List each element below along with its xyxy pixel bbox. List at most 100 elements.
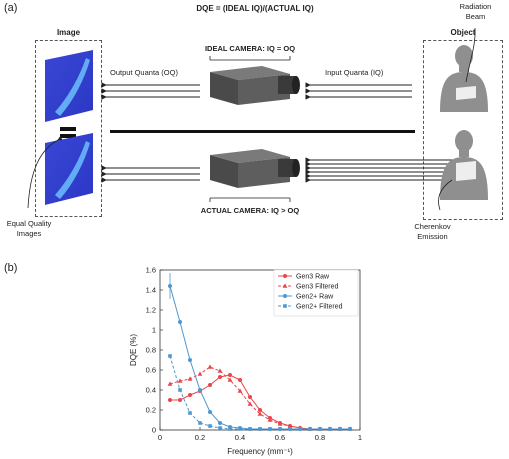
input-quanta-label: Input Quanta (IQ)	[325, 68, 384, 77]
data-point	[218, 375, 222, 379]
y-tick-label: 0.6	[146, 366, 156, 375]
panel-a-label: (a)	[4, 2, 18, 14]
radiation-field-top	[456, 86, 476, 100]
data-point	[177, 378, 183, 383]
dqe-formula: DQE = (IDEAL IQ)/(ACTUAL IQ)	[196, 4, 314, 13]
ideal-camera-title: IDEAL CAMERA: IQ = OQ	[204, 44, 296, 53]
data-point	[188, 393, 192, 397]
image-box-title: Image	[56, 28, 81, 37]
y-tick-label: 1	[152, 326, 156, 335]
data-point	[218, 426, 222, 430]
y-axis-label: DQE (%)	[129, 334, 138, 366]
ideal-camera-icon	[210, 66, 300, 105]
data-point	[238, 427, 242, 431]
data-point	[248, 427, 252, 431]
x-tick-label: 0.6	[275, 433, 285, 442]
legend-box	[273, 269, 359, 317]
equal-quality-line-2: Images	[16, 229, 42, 238]
data-point	[338, 427, 342, 431]
cherenkov-line-1: Cherenkov	[414, 222, 451, 231]
y-tick-label: 0.4	[146, 386, 156, 395]
x-tick-label: 0.8	[315, 433, 325, 442]
radiation-beam-pointer	[465, 27, 476, 83]
x-tick-label: 1	[358, 433, 362, 442]
panel-b-label: (b)	[4, 262, 18, 274]
data-point	[348, 427, 352, 431]
data-point	[308, 427, 312, 431]
y-tick-label: 0.8	[146, 346, 156, 355]
input-quanta-arrows-ideal	[305, 82, 412, 100]
data-point	[318, 427, 322, 431]
data-point	[278, 427, 282, 431]
data-point	[298, 427, 302, 431]
actual-camera-title: ACTUAL CAMERA: IQ > OQ	[200, 206, 300, 215]
object-box	[423, 40, 503, 220]
output-quanta-arrows-actual	[101, 165, 200, 183]
y-tick-label: 0	[152, 426, 156, 435]
object-box-title: Object	[450, 28, 476, 37]
data-point	[238, 378, 242, 382]
data-point	[168, 354, 172, 358]
data-point	[258, 427, 262, 431]
data-point	[283, 274, 287, 278]
data-point	[197, 371, 203, 376]
dqe-chart: 0 0.2 0.4 0.6 0.8 1 0 0.2 0.4 0.6 0.8 1 1.2 1.4 1.6Fre…	[129, 266, 362, 457]
schematic	[27, 27, 488, 211]
ideal-image-thumbnail	[45, 50, 93, 122]
x-tick-label: 0.2	[195, 433, 205, 442]
data-point	[167, 381, 173, 386]
y-tick-label: 0.2	[146, 406, 156, 415]
data-point	[328, 427, 332, 431]
data-point	[188, 411, 192, 415]
data-point	[188, 358, 192, 362]
data-point	[237, 388, 243, 393]
data-point	[287, 423, 293, 428]
cherenkov-emission-label: Cherenkov Emission	[405, 222, 460, 242]
data-point	[178, 398, 182, 402]
data-point	[208, 410, 212, 414]
y-tick-label: 1.2	[146, 306, 156, 315]
equal-quality-pointer	[27, 135, 63, 209]
data-point	[228, 373, 232, 377]
data-point	[257, 411, 263, 416]
divider-bar	[110, 130, 415, 133]
radiation-beam-line-1: Radiation	[459, 2, 492, 11]
data-point	[208, 383, 212, 387]
output-quanta-label: Output Quanta (OQ)	[110, 68, 178, 77]
data-point	[218, 421, 222, 425]
equal-sign-icon	[60, 127, 76, 138]
data-point	[283, 304, 287, 308]
input-quanta-arrows-actual	[305, 157, 458, 183]
cherenkov-line-2: Emission	[417, 232, 448, 241]
data-point	[282, 283, 288, 288]
data-point	[247, 401, 253, 406]
legend-label: Gen3 Raw	[296, 274, 330, 281]
data-point	[178, 320, 182, 324]
radiation-beam-label: Radiation Beam	[448, 2, 503, 22]
cherenkov-field-bottom	[456, 161, 476, 181]
image-box	[35, 40, 102, 217]
series-line-0	[170, 374, 350, 430]
data-point	[283, 294, 287, 298]
equal-quality-line-1: Equal Quality	[6, 219, 52, 228]
data-point	[187, 376, 193, 381]
data-point	[277, 421, 283, 426]
equal-quality-label: Equal Quality Images	[0, 219, 58, 239]
radiation-beam-line-2: Beam	[465, 12, 486, 21]
data-point	[228, 427, 232, 431]
data-point	[217, 368, 223, 373]
actual-camera-icon	[210, 149, 300, 188]
y-tick-label: 1.6	[146, 266, 156, 275]
y-tick-label: 1.4	[146, 286, 156, 295]
x-tick-label: 0	[158, 433, 162, 442]
x-axis-label: Frequency (mm⁻¹)	[227, 447, 293, 456]
legend-label: Gen3 Filtered	[296, 284, 339, 291]
patient-figure-top	[440, 45, 488, 112]
data-point	[207, 364, 213, 369]
legend-label: Gen2+ Raw	[296, 294, 334, 301]
data-point	[198, 421, 202, 425]
output-quanta-arrows-ideal	[101, 82, 200, 100]
x-tick-label: 0.4	[235, 433, 245, 442]
data-point	[168, 398, 172, 402]
data-point	[178, 388, 182, 392]
